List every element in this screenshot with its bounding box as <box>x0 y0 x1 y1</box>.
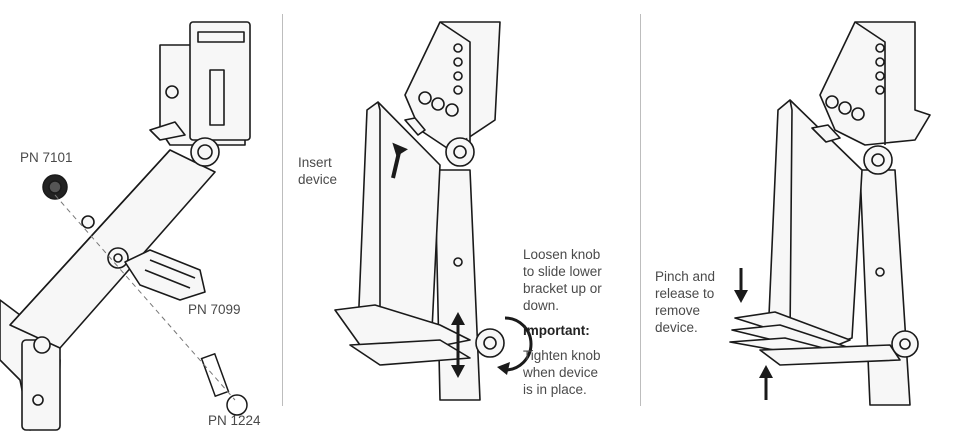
pinch-release-text: Pinch and release to remove device. <box>655 269 716 335</box>
insert-device-text: Insert device <box>298 155 338 187</box>
label-pn-1224: PN 1224 <box>208 413 261 428</box>
assembly-illustration <box>0 21 251 431</box>
divider-left <box>282 14 283 406</box>
label-pn-7099: PN 7099 <box>188 302 241 317</box>
tighten-knob-text: Tighten knob when device is in place. <box>523 348 601 397</box>
loosen-knob-text: Loosen knob to slide lower bracket up or… <box>523 247 602 313</box>
divider-right <box>640 14 641 406</box>
important-label: Important: <box>523 323 590 338</box>
label-pn-7101: PN 7101 <box>20 150 73 165</box>
